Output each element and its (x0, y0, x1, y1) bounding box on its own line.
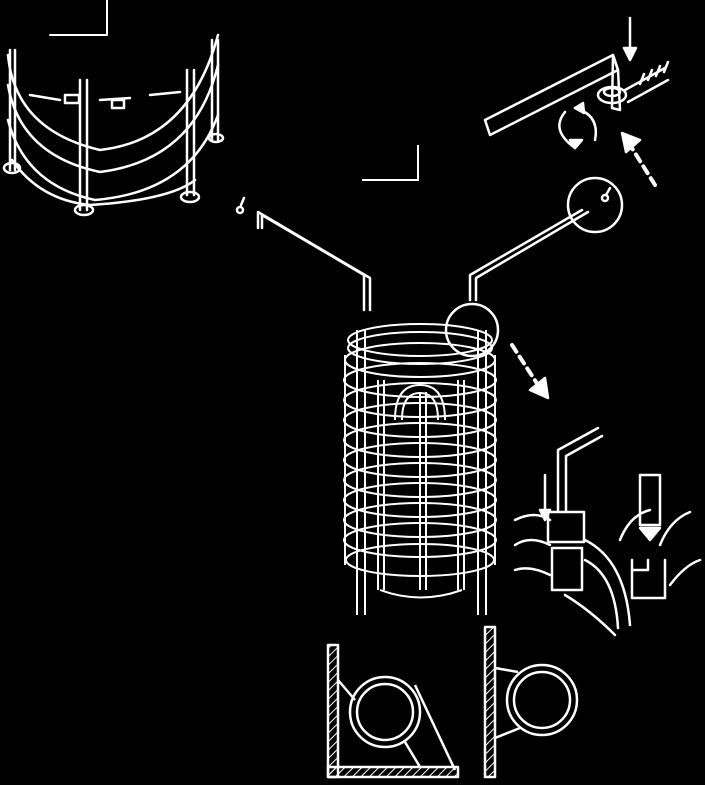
wall-mount (483, 625, 579, 779)
tank-top-view (2, 0, 225, 217)
heater-coil (343, 323, 497, 615)
bracket-detail (513, 426, 702, 637)
corner-mount (326, 643, 460, 779)
wire-leads (235, 176, 624, 400)
callout-corner-marker (362, 145, 419, 181)
hex-key-detail (483, 16, 670, 187)
